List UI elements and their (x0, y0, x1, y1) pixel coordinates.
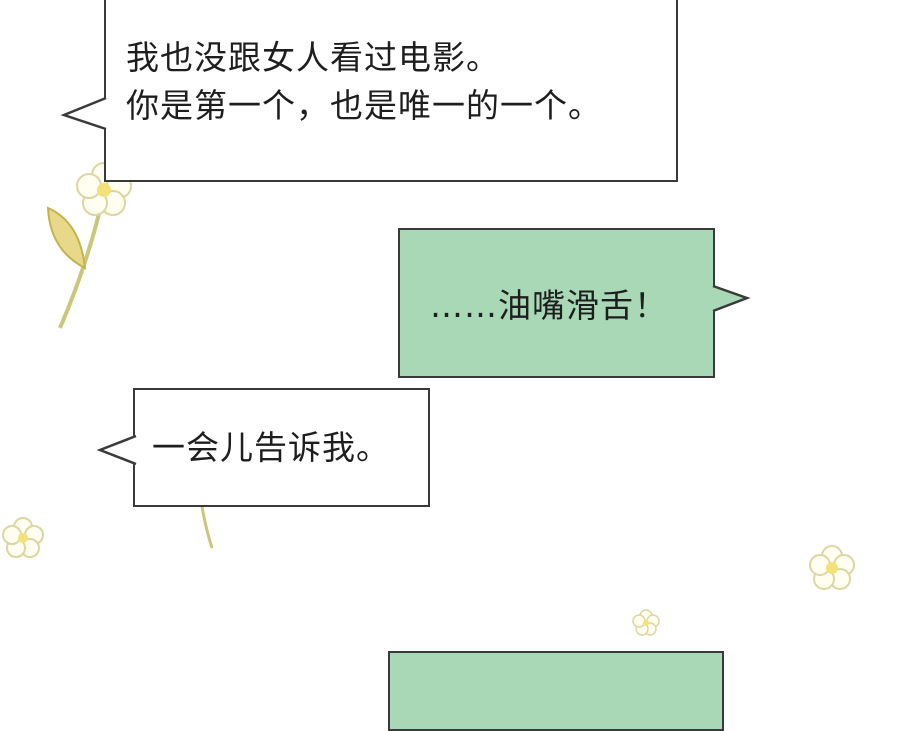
bubble-tail-right (712, 284, 751, 313)
bubble-line-2: 你是第一个，也是唯一的一个。 (126, 86, 602, 125)
bubble-text: ……油嘴滑舌！ (430, 286, 668, 325)
flower-icon (632, 609, 660, 636)
speech-bubble-first: 我也没跟女人看过电影。 你是第一个，也是唯一的一个。 (104, 0, 678, 182)
bubble-tail-left (96, 434, 137, 466)
speech-bubble-third: 一会儿告诉我。 (133, 388, 430, 507)
bubble-text: 一会儿告诉我。 (152, 428, 390, 467)
flower-icon (2, 517, 44, 558)
bubble-tail-left (60, 96, 107, 131)
speech-bubble-second: ……油嘴滑舌！ (398, 228, 715, 378)
bubble-line-1: 我也没跟女人看过电影。 (126, 38, 500, 77)
flower-icon (809, 545, 855, 590)
speech-bubble-fourth (388, 651, 724, 731)
